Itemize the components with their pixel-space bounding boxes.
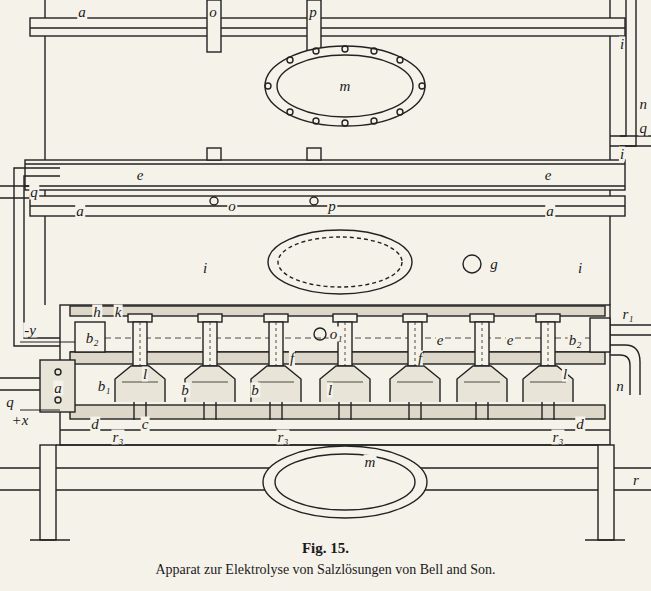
manhole <box>265 46 425 126</box>
vessel-wall <box>45 0 610 305</box>
flange-band <box>25 148 625 190</box>
part-letter: b₂ <box>568 333 583 348</box>
part-letter: r₁ <box>621 307 634 322</box>
part-letter: e <box>506 333 515 348</box>
manhole <box>268 230 481 294</box>
part-letter: i <box>619 37 625 52</box>
pipe <box>610 0 636 146</box>
part-letter: -y <box>23 323 37 338</box>
part-letter: f <box>417 351 423 366</box>
part-letter: l <box>142 367 148 382</box>
part-letter: i <box>202 261 208 276</box>
part-letter: o <box>227 199 237 214</box>
part-letter: e <box>136 168 145 183</box>
part-letter: d <box>90 417 100 432</box>
part-letter: a <box>53 381 63 396</box>
part-letter: d <box>575 417 585 432</box>
electrolysis-cell <box>40 305 610 445</box>
flange-band <box>30 196 625 216</box>
part-letter: p <box>327 199 337 214</box>
part-letter: r₃ <box>276 430 289 445</box>
figure-title: Fig. 15. <box>0 540 651 557</box>
part-letter: n <box>615 379 625 394</box>
part-letter: o <box>208 5 218 20</box>
part-letter: b₁ <box>97 379 112 394</box>
part-letter: l <box>327 383 333 398</box>
part-letter: b₂ <box>85 331 100 346</box>
part-letter: b <box>250 383 260 398</box>
part-letter: +x <box>11 413 30 428</box>
part-letter: q <box>5 395 15 410</box>
part-letter: n <box>639 97 649 112</box>
part-letter: r <box>632 473 640 488</box>
part-letter: q <box>29 185 39 200</box>
pipe <box>620 136 651 146</box>
pipe <box>605 325 651 335</box>
part-letter: a <box>75 204 85 219</box>
support-leg <box>30 445 625 540</box>
part-letter: i <box>619 147 625 162</box>
pipe <box>610 345 640 395</box>
part-letter: f <box>289 351 295 366</box>
part-letter: m <box>364 455 377 470</box>
part-letter: o₁ <box>329 327 344 342</box>
part-letter: l <box>562 367 568 382</box>
part-letter: b <box>180 383 190 398</box>
manhole <box>263 446 427 518</box>
flange-band <box>30 18 625 36</box>
part-letter: r₃ <box>551 430 564 445</box>
part-letter: m <box>339 79 352 94</box>
part-letter: p <box>308 5 318 20</box>
part-letter: r₃ <box>111 430 124 445</box>
part-letter: c <box>141 417 150 432</box>
part-letter: q <box>639 121 649 136</box>
part-letter: e <box>544 168 553 183</box>
part-letter: e <box>436 333 445 348</box>
figure-caption: Apparat zur Elektrolyse von Salzlösungen… <box>0 562 651 578</box>
part-letter: a <box>545 204 555 219</box>
part-letter: g <box>489 257 499 272</box>
part-letter: a <box>77 5 87 20</box>
part-letter: i <box>577 261 583 276</box>
pipe <box>0 342 75 410</box>
part-letter: h <box>92 305 102 320</box>
part-letter: k <box>114 305 123 320</box>
